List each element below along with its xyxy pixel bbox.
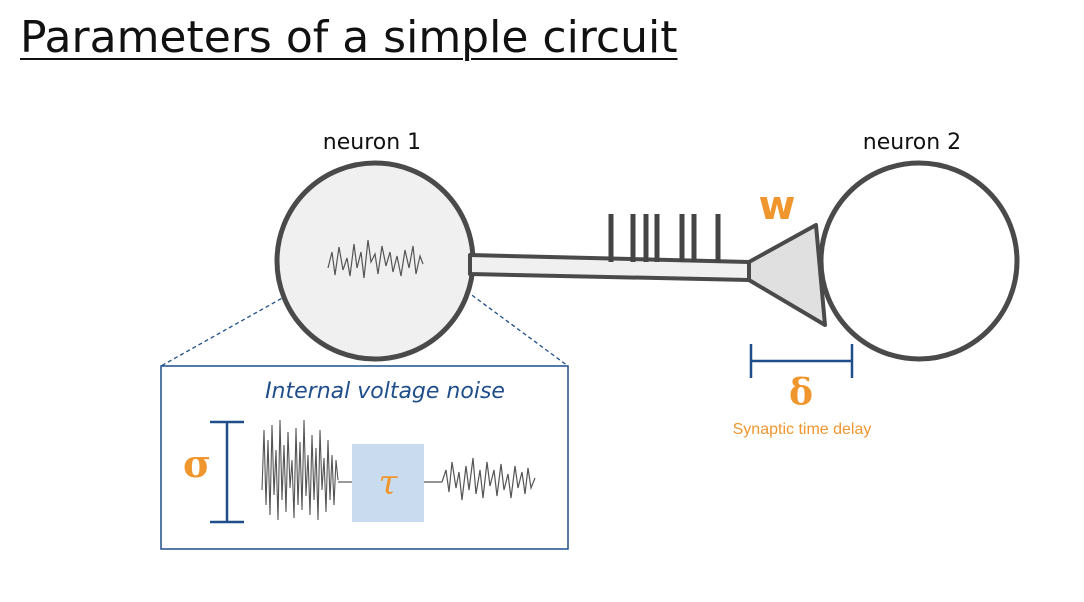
- tau-filter-box: [352, 444, 424, 522]
- neuron-1-noise-trace: [327, 239, 424, 279]
- noise-panel-title: Internal voltage noise: [265, 379, 505, 404]
- neuron-2-label: neuron 2: [863, 130, 961, 155]
- synaptic-terminal: [747, 223, 827, 327]
- weight-label: w: [759, 183, 796, 229]
- filtered-noise-trace: [441, 457, 536, 501]
- raw-noise-trace: [261, 419, 339, 521]
- spike-train: [608, 214, 721, 262]
- delay-caption: Synaptic time delay: [733, 421, 872, 438]
- tau-symbol: τ: [379, 463, 399, 503]
- delay-symbol: δ: [789, 372, 813, 414]
- sigma-symbol: σ: [183, 441, 211, 486]
- neuron-2-body: [818, 160, 1020, 362]
- neuron-1-label: neuron 1: [323, 130, 421, 155]
- delay-bracket: [749, 344, 854, 378]
- slide-title: Parameters of a simple circuit: [20, 12, 678, 63]
- neuron-1-body: [274, 160, 476, 362]
- sigma-bracket: [210, 420, 244, 524]
